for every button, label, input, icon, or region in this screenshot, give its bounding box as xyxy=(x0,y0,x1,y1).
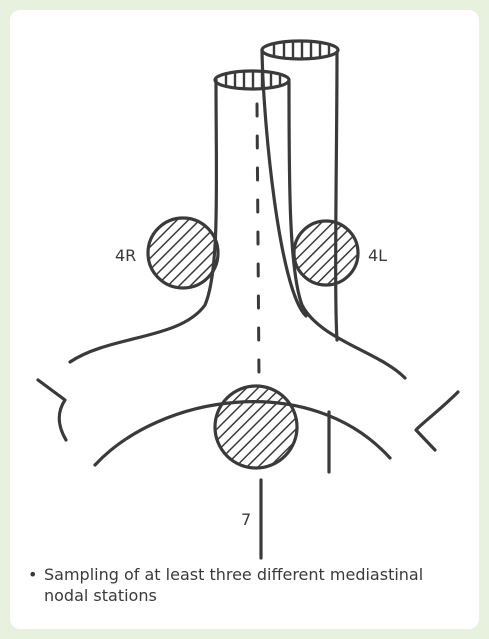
left-bronchus-opening-hatch xyxy=(272,40,331,60)
node-7 xyxy=(213,384,299,470)
caption: • Sampling of at least three different m… xyxy=(28,564,464,606)
caption-text: Sampling of at least three different med… xyxy=(44,565,424,605)
trachea-opening-hatch xyxy=(224,70,282,90)
left-bracket xyxy=(36,378,68,442)
label-7: 7 xyxy=(241,510,252,529)
label-4r: 4R xyxy=(115,246,137,265)
trachea-right-wall xyxy=(287,80,407,380)
label-4l: 4L xyxy=(368,246,388,265)
left-bronchus-right-wall xyxy=(334,50,339,342)
node-4l xyxy=(292,219,360,287)
figure-panel xyxy=(10,10,479,629)
trachea-opening xyxy=(213,69,291,91)
left-bronchus-left-wall xyxy=(260,48,308,318)
trachea-left-wall xyxy=(68,78,219,364)
caption-bullet: • xyxy=(28,565,38,584)
right-bracket xyxy=(414,390,460,452)
trachea-midline xyxy=(255,102,261,382)
left-bronchus-opening xyxy=(260,39,340,61)
node-4r xyxy=(146,216,220,290)
